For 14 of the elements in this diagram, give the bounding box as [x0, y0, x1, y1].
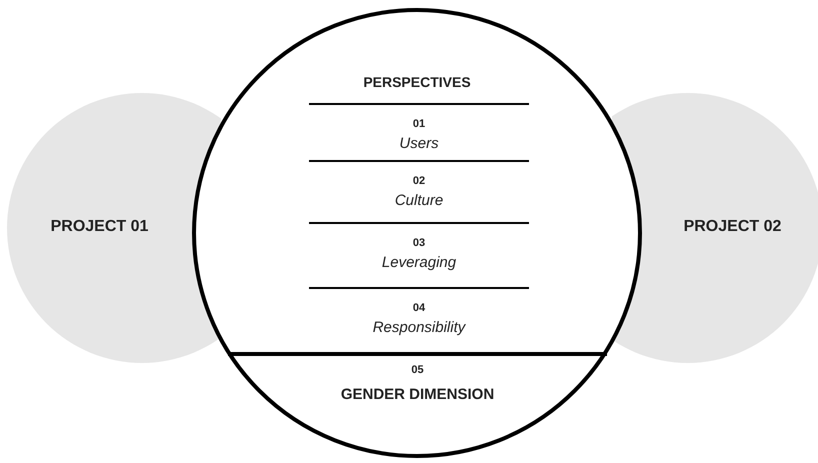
item-title: Users [399, 135, 439, 152]
section-heading: PERSPECTIVES [363, 74, 471, 90]
item-title: Culture [394, 192, 444, 209]
project-label: PROJECT 02 [684, 218, 782, 236]
item-title: Leveraging [382, 254, 456, 271]
item-number: 02 [412, 175, 426, 187]
item-number: 01 [412, 118, 426, 130]
perspectives-circle [192, 8, 642, 458]
item-number: 04 [412, 302, 426, 314]
item-number: 05 [411, 364, 424, 376]
band-title: GENDER DIMENSION [340, 386, 494, 403]
item-number: 03 [412, 237, 426, 249]
item-title: Responsibility [372, 319, 466, 336]
project-label: PROJECT 01 [50, 218, 148, 236]
